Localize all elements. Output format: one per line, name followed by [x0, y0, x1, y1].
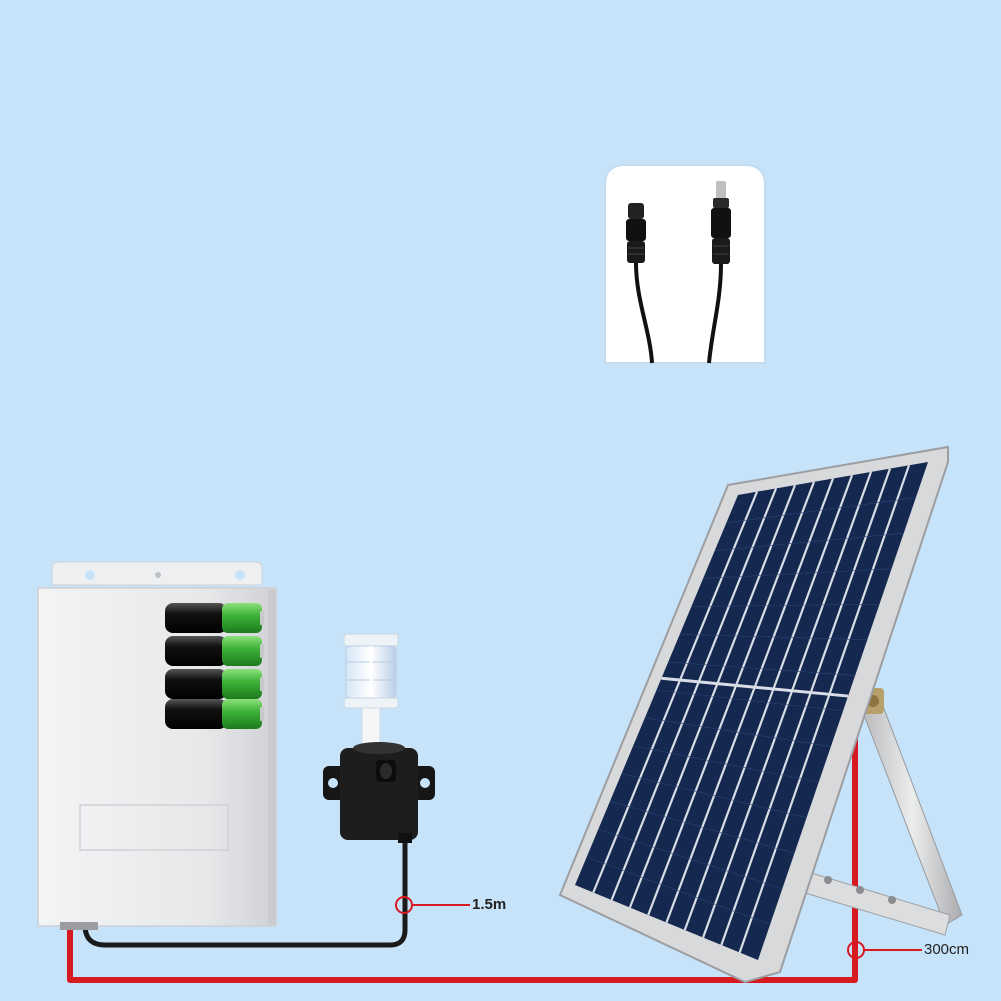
dc-female-connector-icon	[626, 203, 646, 263]
panel-cable-length-label: 300cm	[924, 941, 970, 958]
battery-stack	[165, 603, 264, 729]
water-pump	[323, 633, 435, 843]
panel-cell-grid	[586, 464, 916, 953]
battery-icon	[165, 699, 264, 729]
battery-icon	[165, 636, 264, 666]
battery-box	[37, 561, 277, 930]
panel-stand	[801, 688, 963, 936]
pump-cable-length-label: 1.5m	[472, 896, 507, 913]
red-wire	[67, 730, 858, 983]
battery-icon	[165, 603, 264, 633]
panel-cable-dimension	[847, 941, 922, 959]
battery-icon	[165, 669, 264, 699]
dc-cable-inset	[604, 164, 766, 364]
filter-icon	[343, 633, 399, 745]
dc-male-connector-icon	[711, 181, 731, 264]
black-wire	[82, 838, 408, 948]
pump-cable-dimension	[395, 896, 470, 914]
